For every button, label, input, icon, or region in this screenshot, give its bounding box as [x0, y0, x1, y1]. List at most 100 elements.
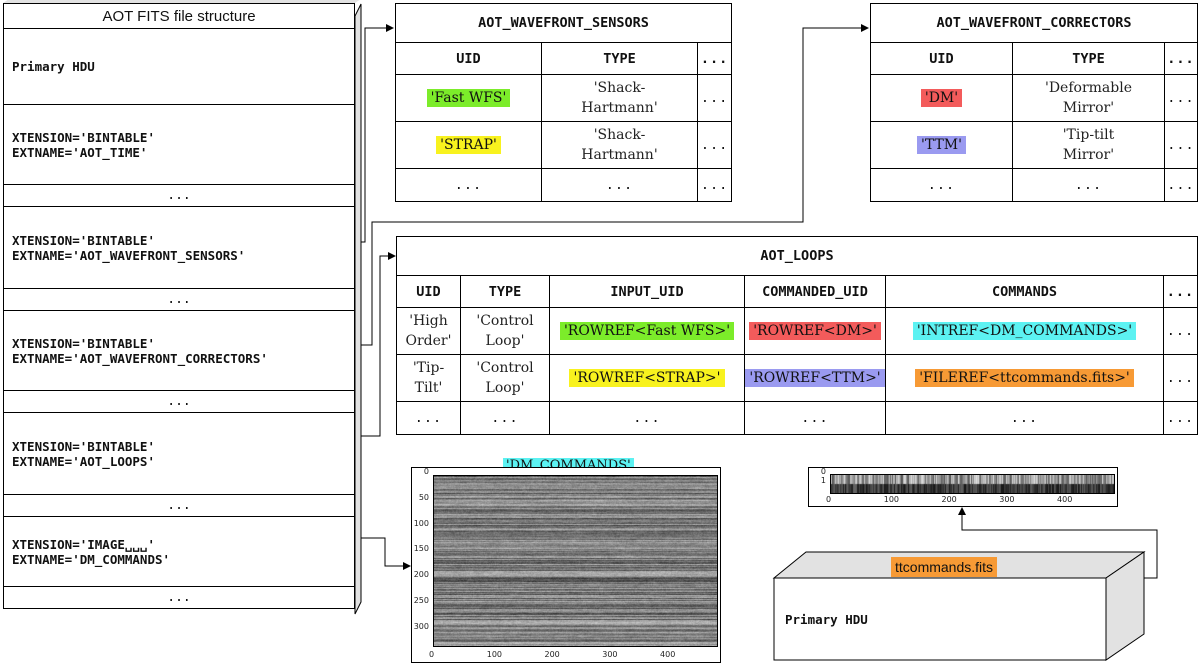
commands-cell: 'INTREF<DM_COMMANDS>' [885, 307, 1164, 355]
commanded-uid-cell: 'ROWREF<TTM>' [744, 354, 886, 402]
stack-extension: XTENSION='BINTABLE'EXTNAME='AOT_WAVEFRON… [3, 207, 355, 289]
tick-label: 400 [1057, 495, 1073, 504]
type-line: 'Control [476, 360, 534, 376]
uid-strap: 'STRAP' [436, 136, 501, 154]
rowref-fast-wfs: 'ROWREF<Fast WFS>' [559, 322, 735, 340]
uid-cell: 'TTM' [870, 121, 1013, 169]
tick-label: 250 [413, 595, 429, 605]
commanded-uid-cell: ... [744, 401, 886, 435]
more-cell: ... [696, 168, 733, 202]
uid-line: 'High [409, 313, 448, 329]
loops-table: AOT_LOOPS UID TYPE INPUT_UID COMMANDED_U… [396, 236, 1198, 435]
type-line: 'Control [476, 313, 534, 329]
wavefront-correctors-table: AOT_WAVEFRONT_CORRECTORS UID TYPE ... 'D… [870, 3, 1198, 202]
tick-label: 100 [413, 518, 429, 528]
stack-line: EXTNAME='AOT_WAVEFRONT_CORRECTORS' [12, 350, 268, 366]
type-cell: ... [541, 168, 698, 202]
uid-cell: ... [395, 168, 542, 202]
tick-label: 100 [486, 650, 503, 659]
type-line: Hartmann' [581, 100, 658, 116]
stack-line: XTENSION='BINTABLE' [12, 438, 155, 454]
tick-label: 100 [883, 495, 900, 504]
commands-cell: 'FILEREF<ttcommands.fits>' [885, 354, 1164, 402]
arrow-to-loops [355, 252, 396, 437]
tt-commands-image [830, 474, 1115, 494]
arrow-to-correctors [355, 24, 869, 346]
type-cell: 'Shack- Hartmann' [541, 74, 698, 122]
tick-label: 200 [413, 570, 429, 580]
type-line: 'Shack- [593, 80, 646, 96]
column-header: COMMANDS [885, 275, 1164, 308]
type-line: Loop' [485, 333, 525, 349]
input-uid-cell: ... [549, 401, 745, 435]
tick-label: 0 [423, 467, 429, 476]
type-line: Mirror' [1062, 147, 1115, 163]
more-cell: ... [696, 74, 733, 122]
more-cell: ... [1164, 168, 1198, 202]
uid-cell: 'Fast WFS' [395, 74, 542, 122]
ttcommands-box [772, 551, 1146, 661]
stack-line: EXTNAME='AOT_LOOPS' [12, 453, 155, 469]
input-uid-cell: 'ROWREF<STRAP>' [549, 354, 745, 402]
column-header: ... [696, 42, 733, 75]
tick-label: 200 [544, 650, 560, 659]
type-cell: ... [460, 401, 550, 435]
uid-cell: 'STRAP' [395, 121, 542, 169]
column-header: TYPE [541, 42, 698, 75]
input-uid-cell: 'ROWREF<Fast WFS>' [549, 307, 745, 355]
uid-line: 'Tip- [412, 360, 445, 376]
stack-ellipsis: ... [3, 495, 355, 517]
type-cell: 'Shack-Hartmann' [541, 121, 698, 169]
stack-line: ... [167, 188, 191, 203]
stack-line: XTENSION='BINTABLE' [12, 232, 155, 248]
stack-extension: XTENSION='IMAGE␣␣␣'EXTNAME='DM_COMMANDS' [3, 517, 355, 587]
uid-ttm: 'TTM' [917, 136, 966, 154]
uid-line: Order' [405, 333, 452, 349]
stack-side [3, 0, 362, 615]
stack-line: XTENSION='IMAGE␣␣␣' [12, 536, 155, 552]
more-cell: ... [1163, 307, 1198, 355]
tick-label: 300 [413, 621, 429, 631]
uid-cell: ... [396, 401, 461, 435]
commanded-uid-cell: 'ROWREF<DM>' [744, 307, 886, 355]
intref-dm-commands: 'INTREF<DM_COMMANDS>' [912, 322, 1137, 340]
stack-extension: XTENSION='BINTABLE'EXTNAME='AOT_LOOPS' [3, 413, 355, 495]
tick-label: 150 [413, 544, 429, 554]
tick-label: 50 [418, 492, 429, 502]
column-header: TYPE [1012, 42, 1165, 75]
type-line: Hartmann' [581, 147, 658, 163]
more-cell: ... [1164, 74, 1198, 122]
more-cell: ... [1163, 354, 1198, 402]
tick-label: 0 [820, 467, 826, 476]
arrow-to-tt-image [958, 507, 1158, 579]
uid-dm: 'DM' [920, 89, 963, 107]
column-header: ... [1164, 42, 1198, 75]
tick-label: 200 [941, 495, 957, 504]
wavefront-sensors-table: AOT_WAVEFRONT_SENSORS UID TYPE ... 'Fast… [394, 3, 733, 202]
table-title: AOT_LOOPS [396, 236, 1198, 276]
more-cell: ... [696, 121, 733, 169]
stack-line: EXTNAME='DM_COMMANDS' [12, 551, 171, 567]
type-line: 'Deformable [1044, 80, 1132, 96]
dm-commands-image [433, 475, 718, 647]
tick-label: 300 [602, 650, 618, 659]
rowref-ttm: 'ROWREF<TTM>' [745, 369, 885, 387]
type-cell: ... [1012, 168, 1165, 202]
column-header: TYPE [460, 275, 550, 308]
uid-fast-wfs: 'Fast WFS' [426, 89, 511, 107]
tick-label: 300 [999, 495, 1015, 504]
uid-cell: 'Tip-Tilt' [396, 354, 461, 402]
stack-line: EXTNAME='AOT_WAVEFRONT_SENSORS' [12, 247, 246, 263]
column-header: UID [396, 275, 461, 308]
stack-line: Primary HDU [12, 59, 95, 74]
column-header: UID [395, 42, 542, 75]
rowref-dm: 'ROWREF<DM>' [749, 322, 881, 340]
tick-label: 1 [820, 475, 826, 485]
type-line: Mirror' [1062, 100, 1115, 116]
stack-extension: XTENSION='BINTABLE'EXTNAME='AOT_WAVEFRON… [3, 311, 355, 391]
stack-line: EXTNAME='AOT_TIME' [12, 144, 148, 160]
